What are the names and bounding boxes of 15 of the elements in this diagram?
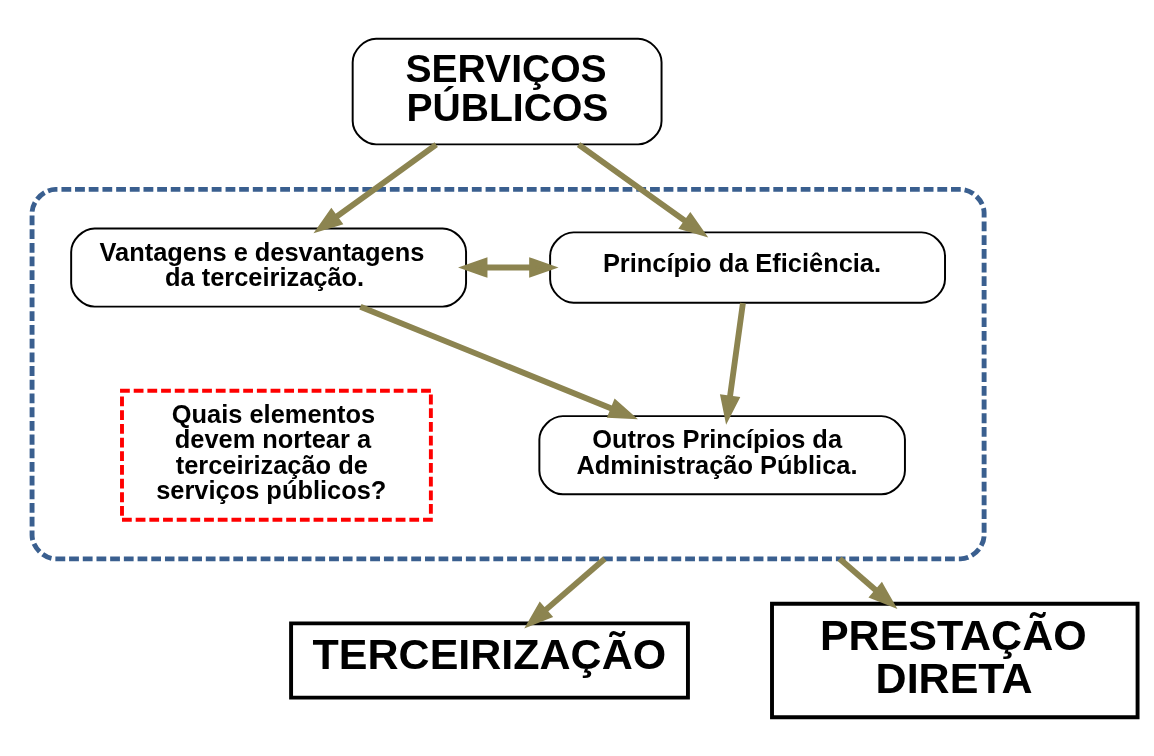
arrow (359, 303, 638, 420)
cluster (29, 186, 987, 562)
arrow (313, 142, 438, 234)
arrow (458, 257, 559, 278)
node-box: Outros Princípios da Administração Pública. (538, 415, 906, 496)
node-box: Princípio da Eficiência. (549, 231, 946, 304)
node-box: TERCEIRIZAÇÃO (289, 621, 690, 700)
arrow (524, 556, 607, 629)
node-box: Quais elementos devem nortear a terceirização de serviços públicos? (120, 388, 433, 522)
arrow (719, 302, 746, 425)
node-box: Vantagens e desvantagens da terceirização. (70, 227, 468, 308)
node-box: PRESTAÇÃO DIRETA (770, 601, 1140, 720)
arrow (837, 556, 898, 609)
arrow (576, 142, 709, 238)
node-box: SERVIÇOS PÚBLICOS (351, 37, 663, 146)
